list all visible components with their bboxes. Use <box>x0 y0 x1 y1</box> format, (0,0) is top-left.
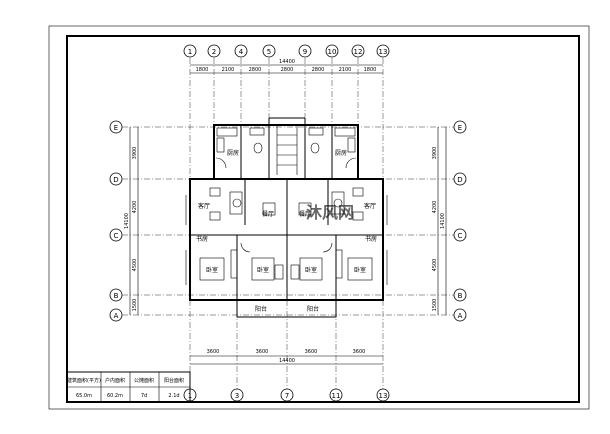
dining-right-label: 餐厅 <box>299 210 311 218</box>
bottom-total-dim: 14400 <box>279 358 295 364</box>
top-axis-bubbles: 1 2 4 5 9 10 12 13 <box>183 44 390 58</box>
table-header-3: 公摊面积 <box>134 377 154 384</box>
left-total-dim: 14100 <box>124 213 130 229</box>
top-dimensions: 1800 2100 2800 2800 2800 2100 1800 14400 <box>196 59 377 73</box>
table-value-2: 60.2m <box>107 393 123 399</box>
table-value-4: 2.1d <box>168 393 179 399</box>
right-axis-b: B <box>458 292 463 300</box>
top-dim-1: 1800 <box>196 67 209 73</box>
right-axis-e: E <box>458 124 462 132</box>
top-total-dim: 14400 <box>279 59 295 65</box>
left-axis-b: B <box>114 292 119 300</box>
watermark: 沐风网 <box>306 203 354 222</box>
top-axis-1: 1 <box>188 48 192 56</box>
table-header-1: 建筑面积(平方) <box>67 377 101 384</box>
right-axis-d: D <box>457 176 462 184</box>
right-axis-c: C <box>458 232 463 240</box>
bedroom-3-label: 卧室 <box>305 266 317 274</box>
room-labels: 厨房 厨房 客厅 客厅 餐厅 餐厅 书房 书房 卧室 卧室 卧室 卧室 阳台 阳… <box>196 149 377 313</box>
left-dimensions: 3900 4200 4500 1500 14100 <box>124 147 138 312</box>
bottom-dim-3: 3600 <box>305 349 318 355</box>
living-left-label: 客厅 <box>198 202 210 210</box>
bottom-axis-5: 13 <box>379 392 388 400</box>
left-dim-3: 4500 <box>132 259 138 272</box>
study-left-label: 书房 <box>196 235 208 243</box>
bottom-dim-2: 3600 <box>256 349 269 355</box>
top-axis-6: 10 <box>328 48 337 56</box>
left-axis-c: C <box>114 232 119 240</box>
right-total-dim: 14100 <box>440 213 446 229</box>
bottom-dimensions: 3600 3600 3600 3600 14400 <box>207 349 366 364</box>
left-axis-e: E <box>114 124 118 132</box>
furniture <box>199 127 373 281</box>
top-dim-6: 2100 <box>339 67 352 73</box>
top-axis-8: 13 <box>379 48 388 56</box>
bedroom-1-label: 卧室 <box>206 266 218 274</box>
top-dim-2: 2100 <box>222 67 235 73</box>
right-dim-2: 4200 <box>432 201 438 214</box>
top-axis-2: 2 <box>212 48 216 56</box>
left-axis-d: D <box>113 176 118 184</box>
top-axis-4: 5 <box>267 48 271 56</box>
table-header-4: 阳台面积 <box>164 377 184 384</box>
left-dim-2: 4200 <box>132 201 138 214</box>
bottom-dim-4: 3600 <box>353 349 366 355</box>
dining-left-label: 餐厅 <box>262 210 274 218</box>
table-value-1: 65.0m <box>76 393 92 399</box>
inner-frame <box>66 35 580 403</box>
top-axis-7: 12 <box>354 48 363 56</box>
axis-lines <box>122 58 456 390</box>
right-dim-4: 1500 <box>432 299 438 312</box>
bottom-axis-4: 11 <box>332 392 341 400</box>
table-header-2: 户内面积 <box>105 377 125 384</box>
building-walls <box>185 117 388 318</box>
study-right-label: 书房 <box>365 235 377 243</box>
top-dim-7: 1800 <box>364 67 377 73</box>
top-axis-5: 9 <box>303 48 307 56</box>
table-value-3: 7d <box>141 393 147 399</box>
top-axis-3: 4 <box>239 48 244 56</box>
area-table: 建筑面积(平方) 户内面积 公摊面积 阳台面积 65.0m 60.2m 7d 2… <box>66 371 191 403</box>
left-axis-a: A <box>114 312 119 320</box>
top-dim-5: 2800 <box>312 67 325 73</box>
bottom-axis-2: 3 <box>235 392 239 400</box>
right-dimensions: 3900 4200 4500 1500 14100 <box>432 147 446 312</box>
living-right-label: 客厅 <box>364 202 376 210</box>
outer-frame <box>48 25 590 410</box>
right-axis-bubbles: E D C B A <box>453 120 467 322</box>
top-dim-3: 2800 <box>249 67 262 73</box>
bedroom-4-label: 卧室 <box>354 266 366 274</box>
right-dim-1: 3900 <box>432 147 438 160</box>
dimension-lines <box>129 64 447 365</box>
bottom-axis-bubbles: 1 3 7 11 13 <box>183 388 390 402</box>
right-dim-3: 4500 <box>432 259 438 272</box>
left-dim-1: 3900 <box>132 147 138 160</box>
left-dim-4: 1500 <box>132 299 138 312</box>
kitchen-left-label: 厨房 <box>227 149 239 157</box>
bottom-axis-3: 7 <box>285 392 289 400</box>
kitchen-right-label: 厨房 <box>335 149 347 157</box>
left-axis-bubbles: E D C B A <box>109 120 123 322</box>
right-axis-a: A <box>458 312 463 320</box>
top-dim-4: 2800 <box>281 67 294 73</box>
bottom-dim-1: 3600 <box>207 349 220 355</box>
bedroom-2-label: 卧室 <box>257 266 269 274</box>
balcony-left-label: 阳台 <box>255 305 267 313</box>
balcony-right-label: 阳台 <box>307 305 319 313</box>
